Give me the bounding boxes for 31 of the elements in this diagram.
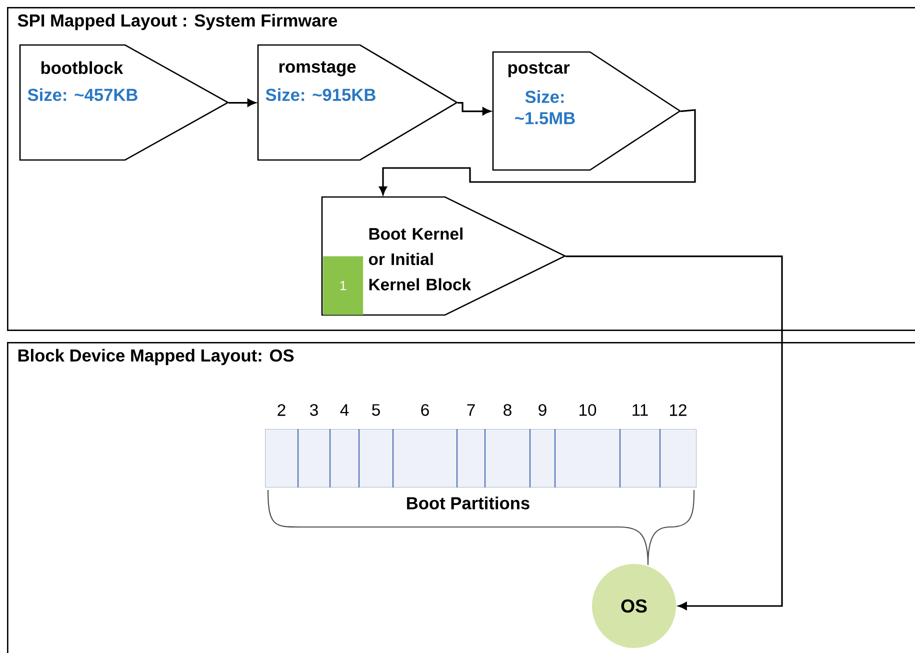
node-label: 10 xyxy=(580,404,596,416)
partition-cell: 11 xyxy=(620,404,661,488)
node-label: 4 xyxy=(340,404,349,416)
partition-cell: 3 xyxy=(298,404,331,488)
partition-cell: 2 xyxy=(265,404,299,488)
arrow xyxy=(458,102,491,116)
node-label: 5 xyxy=(372,404,380,416)
node-label: 11 xyxy=(632,404,648,416)
partition-cell: 5 xyxy=(359,404,394,488)
number-square: 1 xyxy=(323,256,364,315)
node-label: 6 xyxy=(421,404,429,416)
partition-cell: 6 xyxy=(393,404,458,488)
partition-cell: 12 xyxy=(660,404,697,488)
node-label: 9 xyxy=(538,404,546,416)
partition-cell: 8 xyxy=(485,404,531,488)
partition-cell: 4 xyxy=(330,404,360,488)
stage-pentagon: bootblock Size: ~457KB xyxy=(19,44,230,161)
arrow xyxy=(228,98,256,107)
arrow xyxy=(379,109,696,195)
stage-pentagon: postcar Size: ~1.5MB xyxy=(492,51,682,171)
partition-cell: 7 xyxy=(457,404,486,488)
brace-label: Boot Partitions xyxy=(407,496,530,510)
arrow xyxy=(566,255,783,610)
node-label: 2 xyxy=(278,404,286,416)
node-label: 8 xyxy=(504,404,512,416)
node-label: 12 xyxy=(670,404,686,416)
partition-cell: 10 xyxy=(555,404,621,488)
node-label: 7 xyxy=(467,404,475,416)
stage-pentagon: romstage Size: ~915KB xyxy=(257,44,458,161)
node-label: 3 xyxy=(310,404,318,416)
partition-cell: 9 xyxy=(530,404,556,488)
